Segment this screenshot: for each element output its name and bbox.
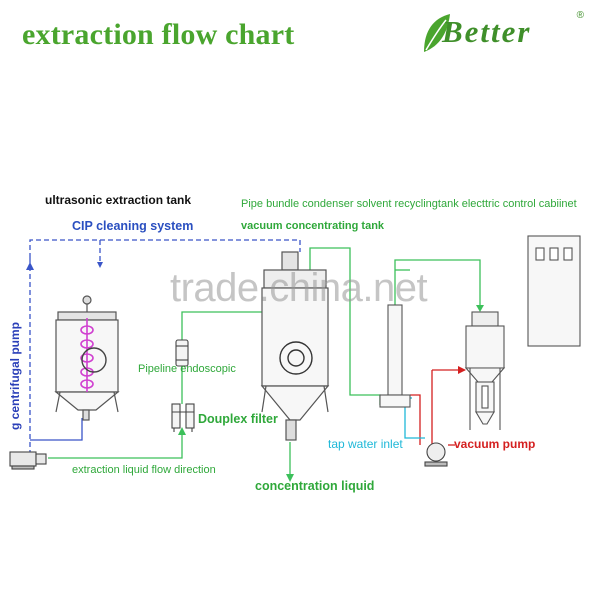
electric-control-cabinet [527,235,581,347]
label-centrifugal-pump: g centrifugal pump [8,322,22,430]
viewing-window [279,341,313,375]
watermark: trade.china.net [170,266,428,310]
title: extraction flow chart [22,18,295,51]
label-duplex-filter: Douplex filter [198,412,278,426]
vacuum-pump [424,442,448,467]
label-tap-water-inlet: tap water inlet [328,437,403,451]
label-cip-cleaning-system: CIP cleaning system [72,219,194,233]
sight-glass [81,347,107,373]
label-vacuum-concentrating-tank: vacuum concentrating tank [241,220,385,232]
pump-return-pipe [30,418,83,441]
pipe-bundle-condenser [379,304,411,408]
leaf-icon [424,14,450,52]
cip-pipeline [29,239,301,455]
label-pipeline-endoscopic: Pipeline endoscopic [138,363,236,375]
vacuum-concentrating-tank [260,251,330,441]
vacuum-pipeline [410,369,465,446]
arrow-icon [178,305,484,482]
label-pipe-bundle-line: Pipe bundle condenser solvent recyclingt… [241,198,577,210]
label-flow-direction: extraction liquid flow direction [72,464,216,476]
label-concentration-liquid: concentration liquid [255,479,375,493]
label-vacuum-pump: vacuum pump [454,437,536,451]
registered-mark: ® [576,10,584,21]
pipeline-endoscopic [175,339,189,367]
brand-name: Better [442,14,532,49]
arrow-icon [458,366,466,374]
label-ultrasonic-extraction-tank: ultrasonic extraction tank [45,193,192,207]
solvent-recycling-tank [464,311,506,430]
brand-logo: Better ® [420,8,590,60]
arrow-icon [26,262,103,270]
centrifugal-pump [9,451,47,470]
duplex-filter [171,403,195,432]
